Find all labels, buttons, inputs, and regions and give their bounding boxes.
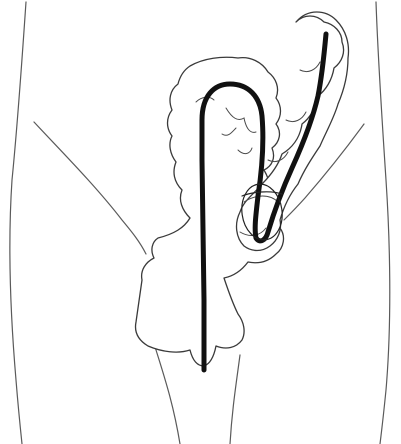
right-flank-line — [376, 2, 390, 444]
right-thigh-line — [230, 355, 240, 444]
haustral-fold-7 — [300, 62, 320, 72]
left-inguinal-line — [34, 122, 146, 254]
colon — [136, 12, 349, 366]
haustral-fold-8 — [286, 112, 306, 122]
left-flank-line — [10, 2, 26, 444]
